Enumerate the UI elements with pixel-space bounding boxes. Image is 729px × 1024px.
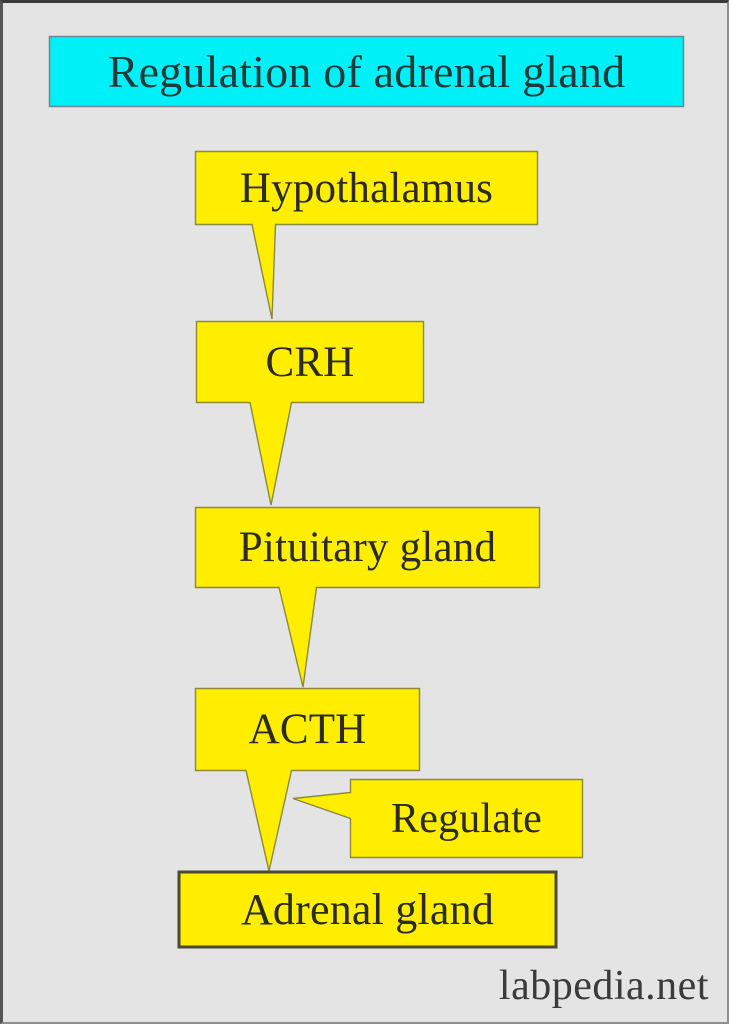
acth-callout-shape bbox=[194, 687, 421, 872]
diagram-shapes-layer bbox=[48, 35, 685, 949]
adrenal-gland-box-shape bbox=[177, 870, 558, 949]
title-banner-shape bbox=[48, 35, 685, 108]
hypothalamus-callout-shape bbox=[194, 150, 539, 320]
regulate-callout-shape bbox=[292, 778, 584, 859]
crh-callout-shape bbox=[195, 320, 425, 506]
pituitary-callout-shape bbox=[194, 506, 541, 688]
